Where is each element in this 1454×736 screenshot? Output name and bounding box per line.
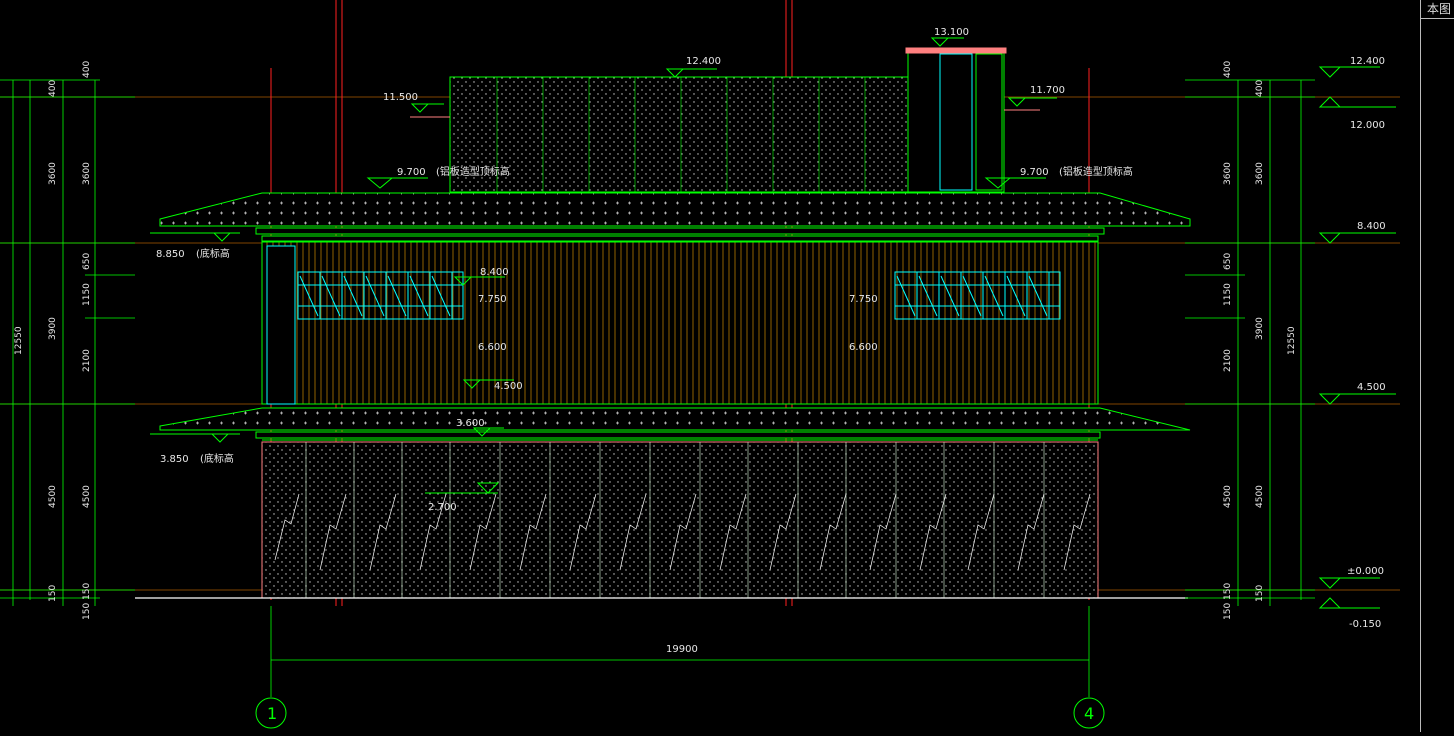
axis-label-1: 1 [267,704,277,723]
dim-left-outer-0: 400 [48,80,58,97]
dim-right-inner-3: 1150 [1223,283,1233,306]
dim-left-inner-7: 150 [82,603,92,620]
elev-9700-right-note: (铝板造型顶标高 [1059,165,1133,178]
elev-8850-note: (底标高 [196,247,230,260]
panel-title: 本图 [1427,2,1452,16]
elev-2700: 2.700 [428,502,457,513]
window-left [297,271,464,320]
dim-left-outer-3: 4500 [48,485,58,508]
elev-3850-note: (底标高 [200,452,234,465]
elev-3600: 3.600 [456,418,485,429]
dim-right-inner-0: 400 [1223,61,1233,78]
elev-8850: 8.850 [156,249,185,260]
window-right [894,271,1061,320]
dim-left-inner-4: 2100 [82,349,92,372]
elev-r4500: 4.500 [1357,382,1386,393]
dim-left-inner-2: 650 [82,253,92,270]
elev-r0000: ±0.000 [1347,566,1384,577]
dim-width: 19900 [666,644,698,655]
elev-9700-left: 9.700 [397,167,426,178]
dim-right-total: 12550 [1287,326,1297,355]
elev-7750-right: 7.750 [849,294,878,305]
dim-right-outer-4: 150 [1255,585,1265,602]
right-dimension-lines [1185,79,1315,606]
axis-bubble-4[interactable] [1073,697,1105,729]
elev-3850: 3.850 [160,454,189,465]
elevation-markers [150,37,1396,609]
dim-right-inner-4: 2100 [1223,349,1233,372]
elev-13100: 13.100 [934,27,969,38]
dim-right-outer-0: 400 [1255,80,1265,97]
left-dimension-lines [0,79,135,606]
dim-right-inner-2: 650 [1223,253,1233,270]
dim-left-inner-0: 400 [82,61,92,78]
elev-11700: 11.700 [1030,85,1065,96]
dim-right-inner-7: 150 [1223,603,1233,620]
dim-left-inner-5: 4500 [82,485,92,508]
parapet-block [410,47,1040,193]
elev-r12000: 12.000 [1350,120,1385,131]
dim-right-inner-1: 3600 [1223,162,1233,185]
dim-right-outer-1: 3600 [1255,162,1265,185]
dim-right-outer-2: 3900 [1255,317,1265,340]
elev-8400-mid: 8.400 [480,267,509,278]
elev-9700-right: 9.700 [1020,167,1049,178]
dim-left-total: 12550 [14,326,24,355]
elev-9700-left-note: (铝板造型顶标高 [436,165,510,178]
elev-6600-left: 6.600 [478,342,507,353]
dim-right-outer-3: 4500 [1255,485,1265,508]
axis-label-4: 4 [1084,704,1094,723]
axis-bubble-1[interactable] [255,697,287,729]
dim-left-outer-1: 3600 [48,162,58,185]
dim-left-outer-2: 3900 [48,317,58,340]
elev-r8400: 8.400 [1357,221,1386,232]
properties-panel[interactable]: 本图 [1420,0,1454,732]
elev-11500: 11.500 [383,92,418,103]
ground-facade [135,441,1188,599]
upper-roof [159,192,1191,242]
elev-r12400: 12.400 [1350,56,1385,67]
dim-left-inner-1: 3600 [82,162,92,185]
dim-left-inner-6: 150 [82,583,92,600]
panel-divider [1421,18,1454,19]
elev-4500-mid: 4.500 [494,381,523,392]
elev-12400: 12.400 [686,56,721,67]
elev-7750-left: 7.750 [478,294,507,305]
lower-roof [159,407,1191,441]
dim-left-inner-3: 1150 [82,283,92,306]
middle-facade [261,241,1099,405]
dim-right-inner-6: 150 [1223,583,1233,600]
elev-r0150: -0.150 [1349,619,1381,630]
width-dimension [270,606,1090,697]
elev-6600-right: 6.600 [849,342,878,353]
dim-left-outer-4: 150 [48,585,58,602]
dim-right-inner-5: 4500 [1223,485,1233,508]
